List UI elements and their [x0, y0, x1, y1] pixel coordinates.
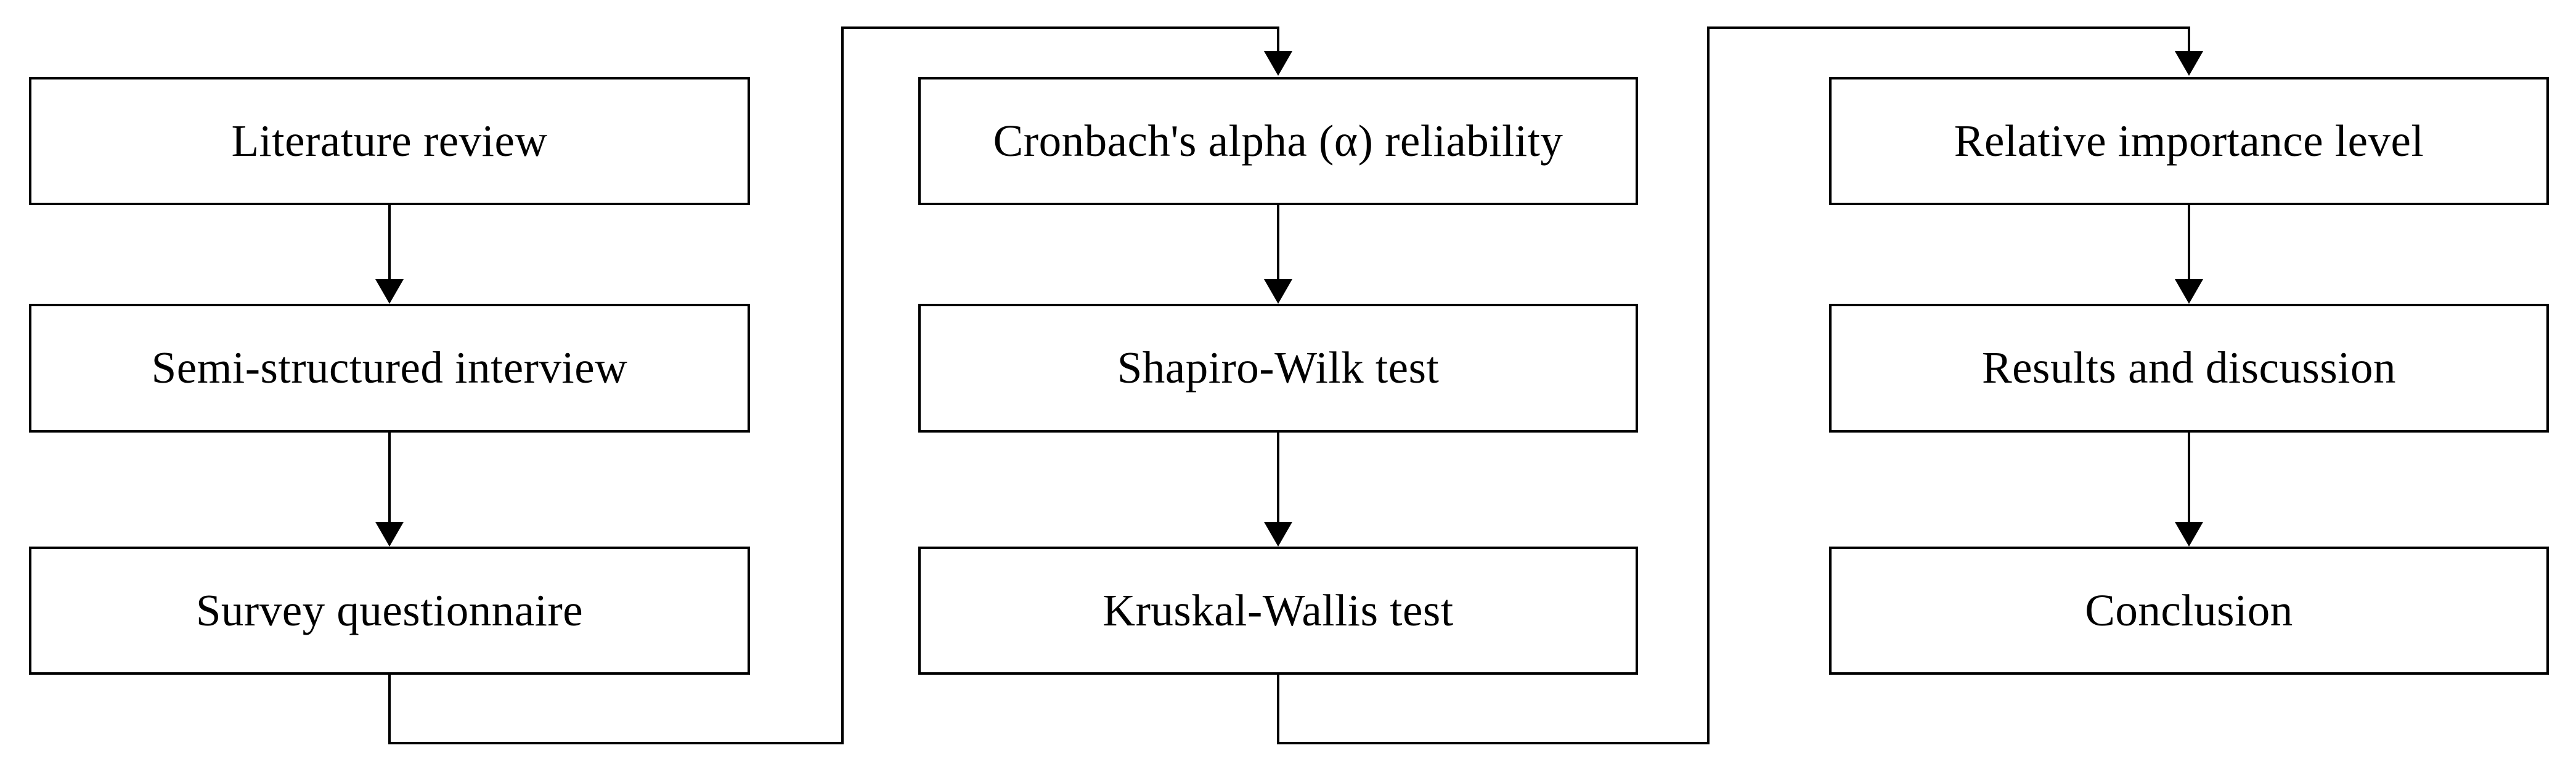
arrowhead-icon — [2175, 51, 2203, 76]
flow-node-semi-structured-interview: Semi-structured interview — [29, 304, 750, 433]
flow-node-survey-questionnaire: Survey questionnaire — [29, 547, 750, 675]
flow-node-label: Kruskal-Wallis test — [1103, 585, 1454, 635]
flow-node-cronbachs-alpha-reliability: Cronbach's alpha (α) reliability — [918, 77, 1638, 205]
connector-shapiro-to-kruskal — [1264, 433, 1292, 547]
flow-node-literature-review: Literature review — [29, 77, 750, 205]
connector-relative-to-results — [2175, 205, 2203, 304]
arrowhead-icon — [1264, 51, 1292, 76]
flow-node-label: Shapiro-Wilk test — [1117, 343, 1440, 393]
connector-cronbach-to-shapiro — [1264, 205, 1292, 304]
arrowhead-icon — [2175, 279, 2203, 304]
flow-node-relative-importance-level: Relative importance level — [1829, 77, 2549, 205]
flow-node-conclusion: Conclusion — [1829, 547, 2549, 675]
arrowhead-icon — [375, 279, 404, 304]
flow-node-results-and-discussion: Results and discussion — [1829, 304, 2549, 433]
connector-elbow-line — [1277, 26, 2190, 744]
flow-node-shapiro-wilk-test: Shapiro-Wilk test — [918, 304, 1638, 433]
arrowhead-icon — [1264, 522, 1292, 547]
arrowhead-icon — [1264, 279, 1292, 304]
connector-elbow-line — [388, 26, 1279, 744]
flow-node-kruskal-wallis-test: Kruskal-Wallis test — [918, 547, 1638, 675]
flow-node-label: Conclusion — [2085, 585, 2293, 635]
connector-literature-to-interview — [375, 205, 404, 304]
flow-node-label: Relative importance level — [1954, 115, 2424, 166]
connector-results-to-conclusion — [2175, 433, 2203, 547]
connector-kruskal-to-relative — [1277, 26, 2203, 744]
flow-node-label: Cronbach's alpha (α) reliability — [993, 115, 1563, 166]
flow-node-label: Literature review — [231, 115, 548, 166]
flow-node-label: Results and discussion — [1981, 343, 2397, 393]
flow-node-label: Semi-structured interview — [151, 343, 628, 393]
connector-survey-to-cronbach — [388, 26, 1292, 744]
arrowhead-icon — [375, 522, 404, 547]
flow-node-label: Survey questionnaire — [195, 585, 584, 635]
arrowhead-icon — [2175, 522, 2203, 547]
connector-interview-to-survey — [375, 433, 404, 547]
